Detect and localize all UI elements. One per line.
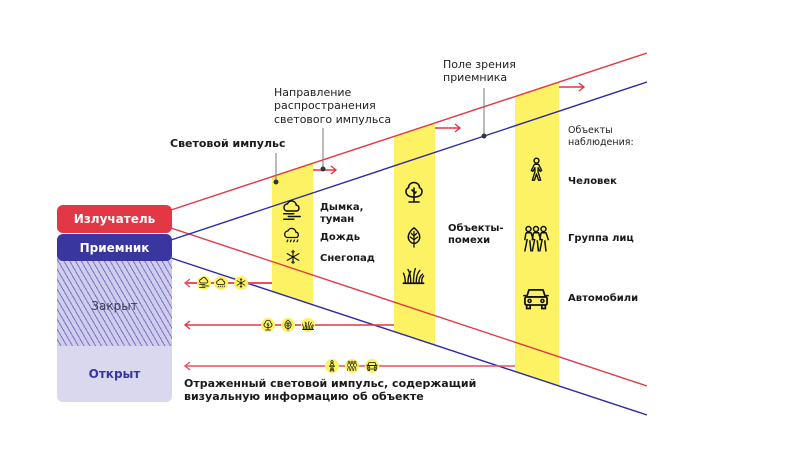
rain-label: Дождь [320,232,361,243]
open-state-panel: Открыт [57,346,172,402]
emitter-beam-upper [170,52,648,211]
weather-zone-band [272,163,313,305]
propagation-arrow [559,82,586,92]
closed-label: Закрыт [91,299,138,313]
light-pulse-label: Световой импульс [170,137,286,150]
light-pulse-marker [273,179,279,185]
reflected-pulse-label: Отраженный световой импульс, содержащий … [184,377,476,404]
group-label: Группа лиц [568,233,634,244]
person-label: Человек [568,176,617,187]
leaf-badge [281,318,295,332]
fog-label-line-2: туман [320,214,355,226]
direction-marker [320,166,326,172]
fov-line-2: приемника [443,71,508,85]
observation-title-line-1: Объекты [568,125,613,136]
reflected-line-2: визуальную информацию об объекте [184,390,424,404]
person-badge [325,359,339,373]
receiver-block: Приемник [57,234,172,261]
tree-badge [261,318,275,332]
direction-label: Направление распространения светового им… [274,86,391,126]
propagation-arrow [435,123,462,133]
rain-badge [214,276,228,290]
car-badge [365,359,379,373]
reflected-line-1: Отраженный световой импульс, содержащий [184,377,477,390]
emitter-block: Излучатель [57,205,172,233]
receiver-fov-lower [170,257,648,416]
direction-line-1: Направление [274,86,352,99]
emitter-label: Излучатель [73,212,156,226]
snow-label: Снегопад [320,253,375,264]
open-label: Открыт [88,367,141,381]
receiver-label: Приемник [79,240,150,255]
group-badge [345,359,359,373]
fog-badge [197,276,211,290]
field-of-view-label: Поле зрения приемника [443,58,516,85]
fov-marker [481,133,487,139]
observation-zone-band [515,82,559,386]
interference-title-line-1: Объекты- [448,223,504,234]
interference-title: Объекты- помехи [448,223,504,247]
observation-title-line-2: наблюдения: [568,136,634,148]
direction-line-2: распространения [274,99,376,113]
car-label: Автомобили [568,293,639,304]
grass-badge [301,318,315,332]
fog-label-line-1: Дымка, [320,202,364,213]
fog-label: Дымка, туман [320,202,363,226]
direction-line-3: светового импульса [274,112,392,126]
snowflake-badge [234,276,248,290]
observation-title: Объекты наблюдения: [568,125,634,148]
fov-line-1: Поле зрения [443,58,516,71]
interference-title-line-2: помехи [448,235,491,247]
closed-state-panel: Закрыт [57,256,172,348]
receiver-fov-upper [170,81,648,241]
emitter-beam-lower [170,227,648,387]
